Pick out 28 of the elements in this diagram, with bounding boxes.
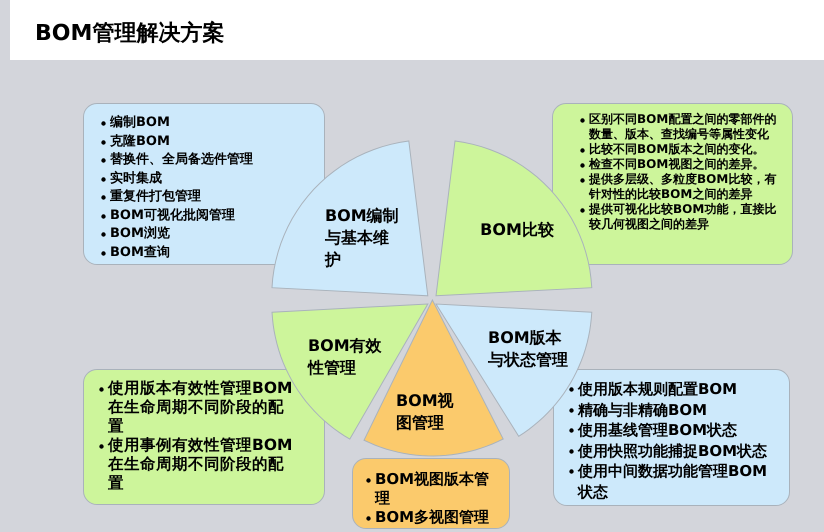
bullet-item: 比较不同BOM版本之间的变化。 — [579, 142, 780, 157]
bullet-item: 使用中间数据功能管理BOM状态 — [568, 461, 781, 502]
text-panel — [83, 103, 325, 265]
bullet-item: BOM多视图管理 — [365, 508, 499, 527]
bullet-item: 使用事例有效性管理BOM在生命周期不同阶段的配置 — [98, 436, 294, 493]
text-panel — [553, 369, 790, 506]
bullet-item: 使用版本规则配置BOM — [568, 379, 781, 400]
sector-label: BOM编制与基本维护 — [324, 204, 400, 271]
page-title: BOM管理解决方案 — [35, 20, 224, 48]
bullet-item: 编制BOM — [100, 114, 310, 132]
bullet-item: 区别不同BOM配置之间的零部件的数量、版本、查找编号等属性变化 — [579, 112, 780, 142]
bullet-item: 实时集成 — [100, 170, 310, 188]
bullet-item: BOM视图版本管理 — [365, 470, 499, 508]
sector-label: BOM版本与状态管理 — [488, 327, 568, 371]
bullet-item: 替换件、全局备选件管理 — [100, 151, 310, 170]
bullet-item: 使用版本有效性管理BOM在生命周期不同阶段的配置 — [98, 379, 294, 436]
bullet-item: 克隆BOM — [100, 132, 310, 151]
bullet-item: 使用基线管理BOM状态 — [568, 420, 781, 440]
sector-label: BOM比较 — [479, 218, 555, 241]
bullet-item: 使用快照功能捕捉BOM状态 — [568, 440, 781, 461]
bullet-item: 提供可视化比较BOM功能，直接比较几何视图之间的差异 — [579, 202, 780, 232]
text-panel — [352, 458, 510, 529]
bullet-item: 提供多层级、多粒度BOM比较，有针对性的比较BOM之间的差异 — [579, 172, 780, 202]
sector-label: BOM有效性管理 — [308, 335, 383, 379]
bullet-item: 检查不同BOM视图之间的差异。 — [579, 157, 780, 172]
bullet-item: 精确与非精确BOM — [568, 400, 781, 420]
sector-label: BOM视图管理 — [396, 390, 455, 434]
text-panel — [552, 103, 793, 265]
